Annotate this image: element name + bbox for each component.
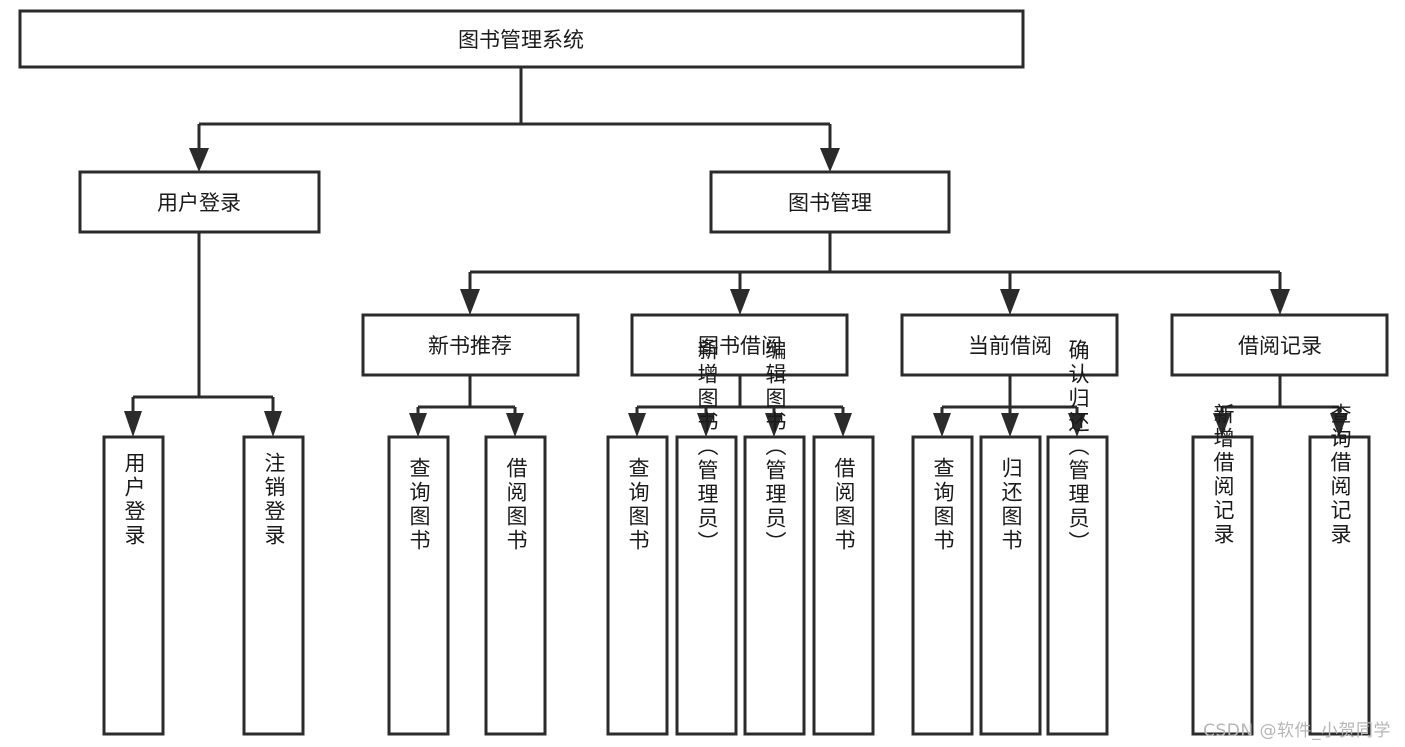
node-leaf-query-book-2-label: 查询图书 — [626, 457, 650, 553]
node-leaf-user-logout[interactable]: 注销登录 — [242, 435, 305, 736]
node-root[interactable]: 图书管理系统 — [18, 9, 1025, 69]
node-leaf-confirm-return-box[interactable] — [1046, 435, 1109, 736]
node-leaf-confirm-return[interactable]: 确认归还（管理员） — [1046, 339, 1109, 736]
node-current-borrow-label: 当前借阅 — [968, 334, 1052, 358]
node-user-login-box[interactable] — [78, 170, 321, 234]
arrow-head-user-login — [189, 148, 209, 172]
arrow-head-leaf-edit-book — [765, 413, 783, 437]
arrow-head-leaf-add-book — [697, 413, 715, 437]
node-leaf-query-record-box[interactable] — [1308, 435, 1371, 736]
node-leaf-query-book-3[interactable]: 查询图书 — [911, 435, 974, 736]
node-leaf-edit-book[interactable]: 编辑图书（管理员） — [743, 339, 806, 736]
node-leaf-query-book-1[interactable]: 查询图书 — [387, 435, 450, 736]
connector-group-user-login-to-leaves — [124, 232, 282, 437]
node-leaf-borrow-book-1[interactable]: 借阅图书 — [484, 435, 547, 736]
node-leaf-query-book-2[interactable]: 查询图书 — [606, 435, 669, 736]
arrow-head-current-borrow — [1000, 289, 1020, 315]
node-leaf-user-login-box[interactable] — [102, 435, 165, 736]
arrow-head-leaf-user-logout — [264, 411, 282, 437]
connector-group-book-borrow-to-leaves — [628, 375, 852, 437]
node-leaf-query-book-2-box[interactable] — [606, 435, 669, 736]
node-leaf-user-login[interactable]: 用户登录 — [102, 435, 165, 736]
node-leaf-user-logout-label: 注销登录 — [262, 452, 286, 548]
node-borrow-record-box[interactable] — [1170, 313, 1389, 377]
node-leaf-borrow-book-1-label: 借阅图书 — [504, 457, 528, 553]
node-leaf-edit-book-box[interactable] — [743, 435, 806, 736]
node-leaf-add-book-label: 新增图书（管理员） — [695, 339, 719, 555]
arrow-head-leaf-query-record — [1330, 413, 1348, 437]
node-book-borrow-label: 图书借阅 — [698, 334, 782, 358]
node-leaf-query-book-3-box[interactable] — [911, 435, 974, 736]
node-borrow-record[interactable]: 借阅记录 — [1170, 313, 1389, 377]
node-leaf-borrow-book-2[interactable]: 借阅图书 — [812, 435, 875, 736]
node-leaf-query-record[interactable]: 查询借阅记录 — [1308, 403, 1371, 736]
node-new-book-recommend-label: 新书推荐 — [428, 334, 512, 358]
arrow-head-leaf-borrow-book-2 — [834, 413, 852, 437]
node-leaf-confirm-return-label: 确认归还（管理员） — [1066, 339, 1090, 555]
connector-group-borrow-record-to-leaves — [1213, 375, 1348, 437]
node-current-borrow[interactable]: 当前借阅 — [900, 313, 1119, 377]
node-leaf-add-book[interactable]: 新增图书（管理员） — [675, 339, 738, 736]
node-leaf-add-record-label: 新增借阅记录 — [1211, 403, 1235, 547]
node-leaf-query-book-1-box[interactable] — [387, 435, 450, 736]
node-book-manage-label: 图书管理 — [788, 191, 872, 215]
node-leaf-query-book-3-label: 查询图书 — [931, 457, 955, 553]
node-user-login-label: 用户登录 — [157, 191, 241, 215]
node-leaf-return-book-box[interactable] — [979, 435, 1042, 736]
node-current-borrow-box[interactable] — [900, 313, 1119, 377]
node-book-borrow[interactable]: 图书借阅 — [630, 313, 849, 377]
arrow-head-book-borrow — [730, 289, 750, 315]
node-root-box[interactable] — [18, 9, 1025, 69]
node-book-borrow-box[interactable] — [630, 313, 849, 377]
arrow-head-leaf-borrow-book-1 — [506, 413, 524, 437]
node-leaf-borrow-book-2-box[interactable] — [812, 435, 875, 736]
arrow-head-leaf-query-book-2 — [628, 413, 646, 437]
node-leaf-return-book[interactable]: 归还图书 — [979, 435, 1042, 736]
arrow-head-leaf-query-book-3 — [933, 413, 951, 437]
arrow-head-new-book-recommend — [460, 289, 480, 315]
node-leaf-user-login-label: 用户登录 — [122, 452, 146, 548]
arrow-head-leaf-confirm-return — [1068, 413, 1086, 437]
arrow-head-borrow-record — [1270, 289, 1290, 315]
node-leaf-query-book-1-label: 查询图书 — [407, 457, 431, 553]
node-book-manage[interactable]: 图书管理 — [709, 170, 951, 234]
node-new-book-recommend[interactable]: 新书推荐 — [361, 313, 580, 377]
node-leaf-borrow-book-2-label: 借阅图书 — [832, 457, 856, 553]
node-leaf-user-logout-box[interactable] — [242, 435, 305, 736]
node-borrow-record-label: 借阅记录 — [1238, 334, 1322, 358]
node-leaf-edit-book-label: 编辑图书（管理员） — [763, 339, 787, 555]
node-leaf-add-record[interactable]: 新增借阅记录 — [1191, 403, 1254, 736]
connector-group-new-book-recommend-to-leaves — [409, 375, 524, 437]
node-leaf-return-book-label: 归还图书 — [999, 457, 1023, 553]
arrow-head-book-manage — [820, 148, 840, 172]
node-leaf-add-book-box[interactable] — [675, 435, 738, 736]
node-leaf-borrow-book-1-box[interactable] — [484, 435, 547, 736]
arrow-head-leaf-add-record — [1213, 413, 1231, 437]
arrow-head-leaf-user-login — [124, 411, 142, 437]
node-leaf-query-record-label: 查询借阅记录 — [1328, 403, 1352, 547]
node-root-label: 图书管理系统 — [458, 28, 584, 52]
arrow-head-leaf-query-book-1 — [409, 413, 427, 437]
arrow-head-leaf-return-book — [1001, 413, 1019, 437]
node-new-book-recommend-box[interactable] — [361, 313, 580, 377]
connector-group-book-manage-to-level3 — [460, 232, 1290, 315]
connector-group-current-borrow-to-leaves — [933, 375, 1086, 437]
connector-group-root-to-level2 — [189, 67, 840, 172]
node-book-manage-box[interactable] — [709, 170, 951, 234]
node-user-login[interactable]: 用户登录 — [78, 170, 321, 234]
node-leaf-add-record-box[interactable] — [1191, 435, 1254, 736]
